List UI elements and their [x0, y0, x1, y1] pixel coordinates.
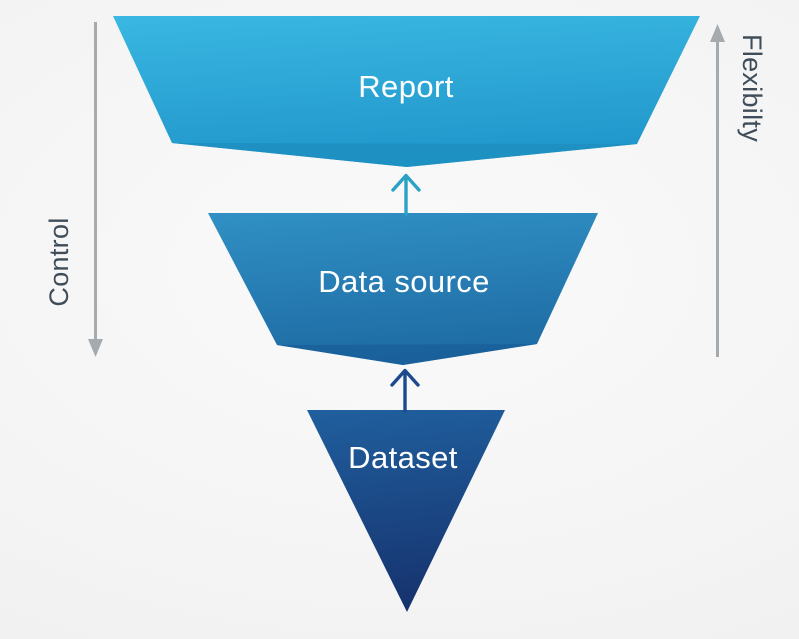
flexibility-axis-up-arrow-icon: [710, 24, 725, 357]
report-bottom-shadow: [172, 143, 637, 167]
datasource-to-report-up-arrow-icon: [391, 173, 421, 216]
control-axis-label: Control: [44, 217, 74, 307]
datasource-label: Data source: [318, 264, 490, 299]
flexibility-axis-label: Flexibilty: [737, 33, 767, 143]
funnel-datasource-shape: [208, 213, 598, 365]
dataset-to-datasource-up-arrow-icon: [390, 368, 420, 413]
datasource-bottom-shadow: [277, 344, 537, 365]
control-axis-down-arrow-icon: [88, 22, 103, 357]
funnel-dataset-shape: [307, 410, 505, 612]
funnel-report-shape: [113, 16, 700, 167]
dataset-label: Dataset: [348, 440, 458, 475]
report-label: Report: [358, 69, 454, 104]
